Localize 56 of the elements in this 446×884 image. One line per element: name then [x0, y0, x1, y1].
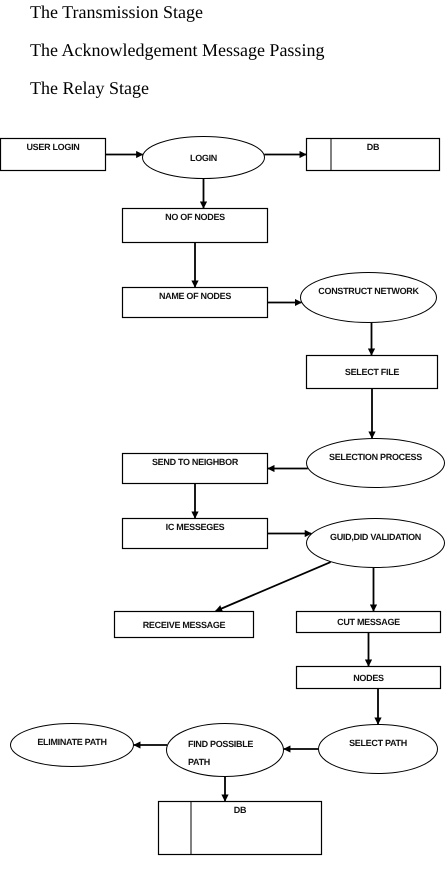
- arrow: [215, 561, 331, 612]
- node-label: NAME OF NODES: [158, 290, 232, 302]
- process-box: [0, 138, 106, 171]
- heading-text: The Relay Stage: [30, 78, 149, 99]
- arrow: [191, 484, 199, 519]
- node-label: LOGIN: [190, 152, 217, 164]
- process-box: [296, 666, 441, 689]
- process-box: [122, 453, 268, 484]
- process-box: [296, 611, 441, 633]
- arrow: [370, 568, 378, 612]
- node-label: IC MESSEGES: [166, 521, 224, 533]
- arrow: [374, 689, 382, 725]
- data-store: [158, 801, 322, 855]
- node-label: SELECTION PROCESS: [329, 451, 422, 463]
- node-label: FIND POSSIBLE PATH: [188, 738, 254, 769]
- node-label: RECEIVE MESSAGE: [142, 618, 226, 630]
- heading-text: The Acknowledgement Message Passing: [30, 40, 324, 61]
- arrow: [364, 633, 372, 667]
- process-ellipse: [300, 272, 437, 323]
- arrow: [191, 243, 199, 288]
- process-box: [122, 518, 268, 549]
- node-label: CUT MESSAGE: [337, 616, 400, 628]
- node-label: NODES: [353, 672, 384, 684]
- process-box: [122, 287, 268, 318]
- node-label: GUID,DID VALIDATION: [330, 531, 421, 543]
- heading-text: The Transmission Stage: [30, 2, 204, 23]
- arrow: [133, 741, 168, 749]
- node-label: CONSTRUCT NETWORK: [318, 285, 419, 297]
- node-label: SELECT PATH: [349, 737, 407, 749]
- process-ellipse: [318, 724, 438, 774]
- node-label: ELIMINATE PATH: [37, 736, 107, 748]
- arrow: [268, 298, 302, 306]
- node-label: SELECT FILE: [344, 366, 400, 378]
- process-box: [122, 208, 268, 243]
- node-label: USER LOGIN: [26, 141, 80, 153]
- arrow: [221, 777, 229, 802]
- node-label: NO OF NODES: [165, 211, 225, 223]
- process-ellipse: [142, 136, 265, 179]
- node-label: SEND TO NEIGHBOR: [152, 456, 238, 468]
- node-label: DB: [234, 804, 246, 816]
- process-ellipse: [10, 723, 134, 767]
- data-store: [306, 138, 440, 171]
- process-box: [114, 611, 254, 638]
- arrow: [283, 745, 318, 753]
- process-ellipse: [166, 723, 284, 777]
- arrow: [106, 150, 144, 158]
- arrow: [267, 464, 308, 472]
- arrow: [368, 389, 376, 439]
- process-box: [306, 355, 438, 389]
- process-ellipse: [306, 518, 445, 568]
- arrow: [264, 150, 307, 158]
- arrow: [368, 322, 376, 356]
- arrow: [200, 179, 208, 209]
- process-ellipse: [306, 438, 445, 488]
- node-label: DB: [366, 141, 380, 153]
- arrow: [268, 530, 312, 538]
